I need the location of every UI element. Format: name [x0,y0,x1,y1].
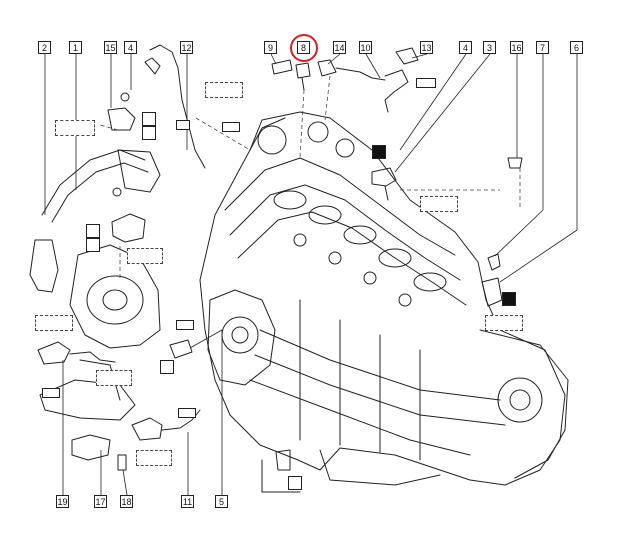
callout-17[interactable]: 17 [94,495,107,508]
callout-4b[interactable]: 4 [459,41,472,54]
callout-2[interactable]: 2 [38,41,51,54]
callout-6[interactable]: 6 [570,41,583,54]
callout-5[interactable]: 5 [215,495,228,508]
reference-box [176,320,194,330]
callout-1[interactable]: 1 [69,41,82,54]
callout-15[interactable]: 15 [104,41,117,54]
callout-18[interactable]: 18 [120,495,133,508]
blank-label-box [55,120,95,136]
blank-label-box [35,315,73,331]
torque-icon [142,112,156,126]
torque-icon [160,360,174,374]
blank-label-box [485,315,523,331]
callout-9[interactable]: 9 [264,41,277,54]
blank-label-box [420,196,458,212]
reference-box [42,388,60,398]
callout-7[interactable]: 7 [536,41,549,54]
reference-box [176,120,190,130]
tool-icon [502,292,516,306]
callout-19[interactable]: 19 [56,495,69,508]
callout-4a[interactable]: 4 [124,41,137,54]
callout-11[interactable]: 11 [181,495,194,508]
blank-label-box [136,450,172,466]
callout-14[interactable]: 14 [333,41,346,54]
callout-12[interactable]: 12 [180,41,193,54]
callout-10[interactable]: 10 [359,41,372,54]
reference-box [416,78,436,88]
torque-icon [142,126,156,140]
reference-icon [288,476,302,490]
callout-16[interactable]: 16 [510,41,523,54]
blank-label-box [127,248,163,264]
callout-3[interactable]: 3 [483,41,496,54]
torque-icon [86,224,100,238]
reference-box [222,122,240,132]
tool-icon [372,145,386,159]
blank-label-box [96,370,132,386]
blank-label-box [205,82,243,98]
torque-icon [86,238,100,252]
highlight-ring [290,34,318,62]
callout-13[interactable]: 13 [420,41,433,54]
reference-box [178,408,196,418]
